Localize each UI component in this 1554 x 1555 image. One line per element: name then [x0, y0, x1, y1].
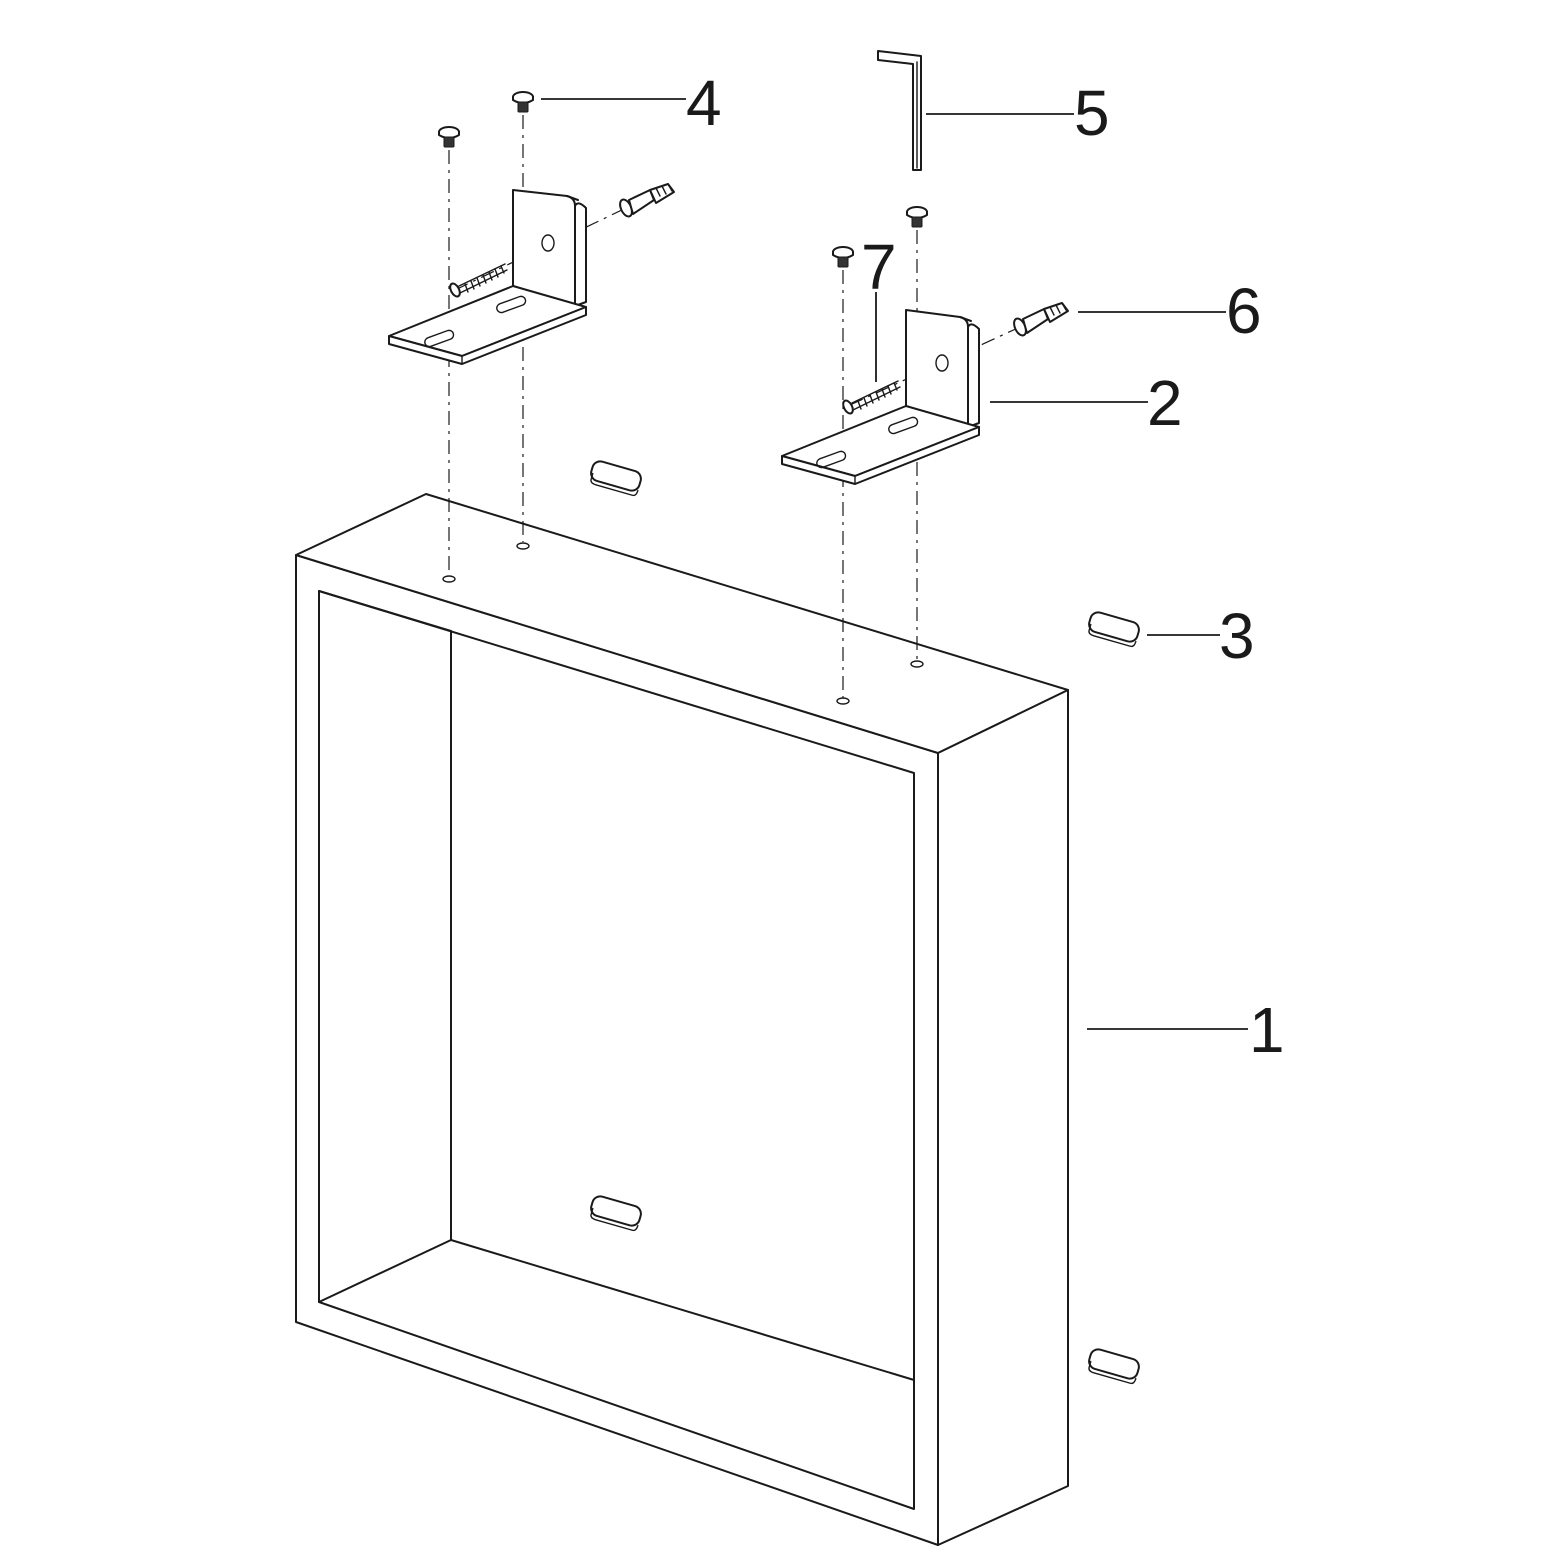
pad-top — [590, 460, 642, 497]
wood-screw-left — [449, 263, 508, 298]
right-bracket-assembly — [781, 206, 1069, 698]
pad-bottom — [1088, 1348, 1140, 1385]
wood-screw-right — [842, 380, 901, 415]
pads-part — [590, 460, 1140, 1385]
pad-right — [1088, 611, 1140, 648]
frame-part — [295, 493, 1069, 1546]
callout-numbers: 1 2 3 4 5 6 7 — [686, 67, 1285, 1066]
bolt-right-b — [906, 206, 928, 228]
callout-6: 6 — [1226, 275, 1262, 347]
hex-key-part — [877, 50, 922, 171]
callout-4: 4 — [686, 67, 722, 139]
callout-1: 1 — [1249, 994, 1285, 1066]
bolt-left-b — [512, 91, 534, 113]
callout-5: 5 — [1074, 77, 1110, 149]
callout-7: 7 — [861, 231, 897, 303]
left-bracket-assembly — [388, 91, 675, 575]
wall-plug-right — [1013, 302, 1069, 337]
leader-lines — [541, 98, 1248, 1030]
callout-2: 2 — [1147, 367, 1183, 439]
pad-inner — [590, 1195, 642, 1232]
bolt-left-a — [438, 126, 460, 148]
wall-plug-left — [619, 183, 675, 218]
callout-3: 3 — [1219, 600, 1255, 672]
bolt-right-a — [832, 246, 854, 268]
